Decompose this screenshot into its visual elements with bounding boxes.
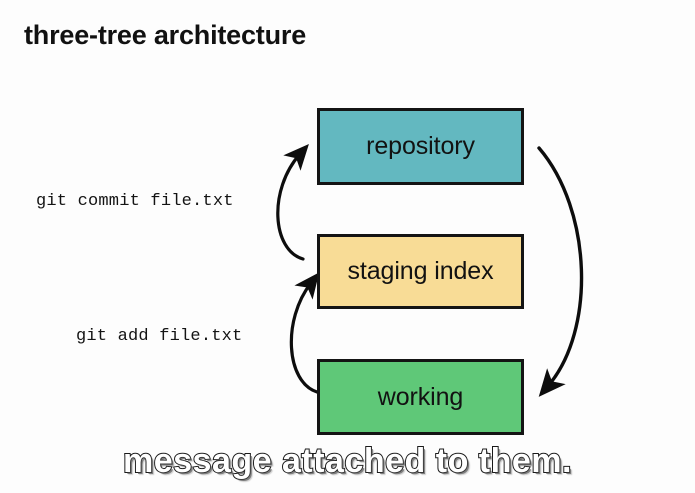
command-label-git-add: git add file.txt — [76, 327, 243, 346]
node-repository[interactable]: repository — [317, 108, 524, 185]
subtitle-caption: message attached to them. — [122, 441, 572, 481]
arrow-repository-to-working — [537, 146, 584, 397]
node-staging-index[interactable]: staging index — [317, 234, 524, 309]
command-label-git-commit: git commit file.txt — [36, 192, 234, 211]
page-title: three-tree architecture — [24, 20, 307, 50]
node-repository-label: repository — [366, 132, 475, 160]
arrow-staging-to-repository — [276, 143, 309, 261]
arrow-working-to-staging — [289, 272, 320, 394]
node-working[interactable]: working — [317, 359, 524, 435]
node-working-label: working — [377, 382, 464, 411]
node-staging-index-label: staging index — [347, 257, 494, 285]
